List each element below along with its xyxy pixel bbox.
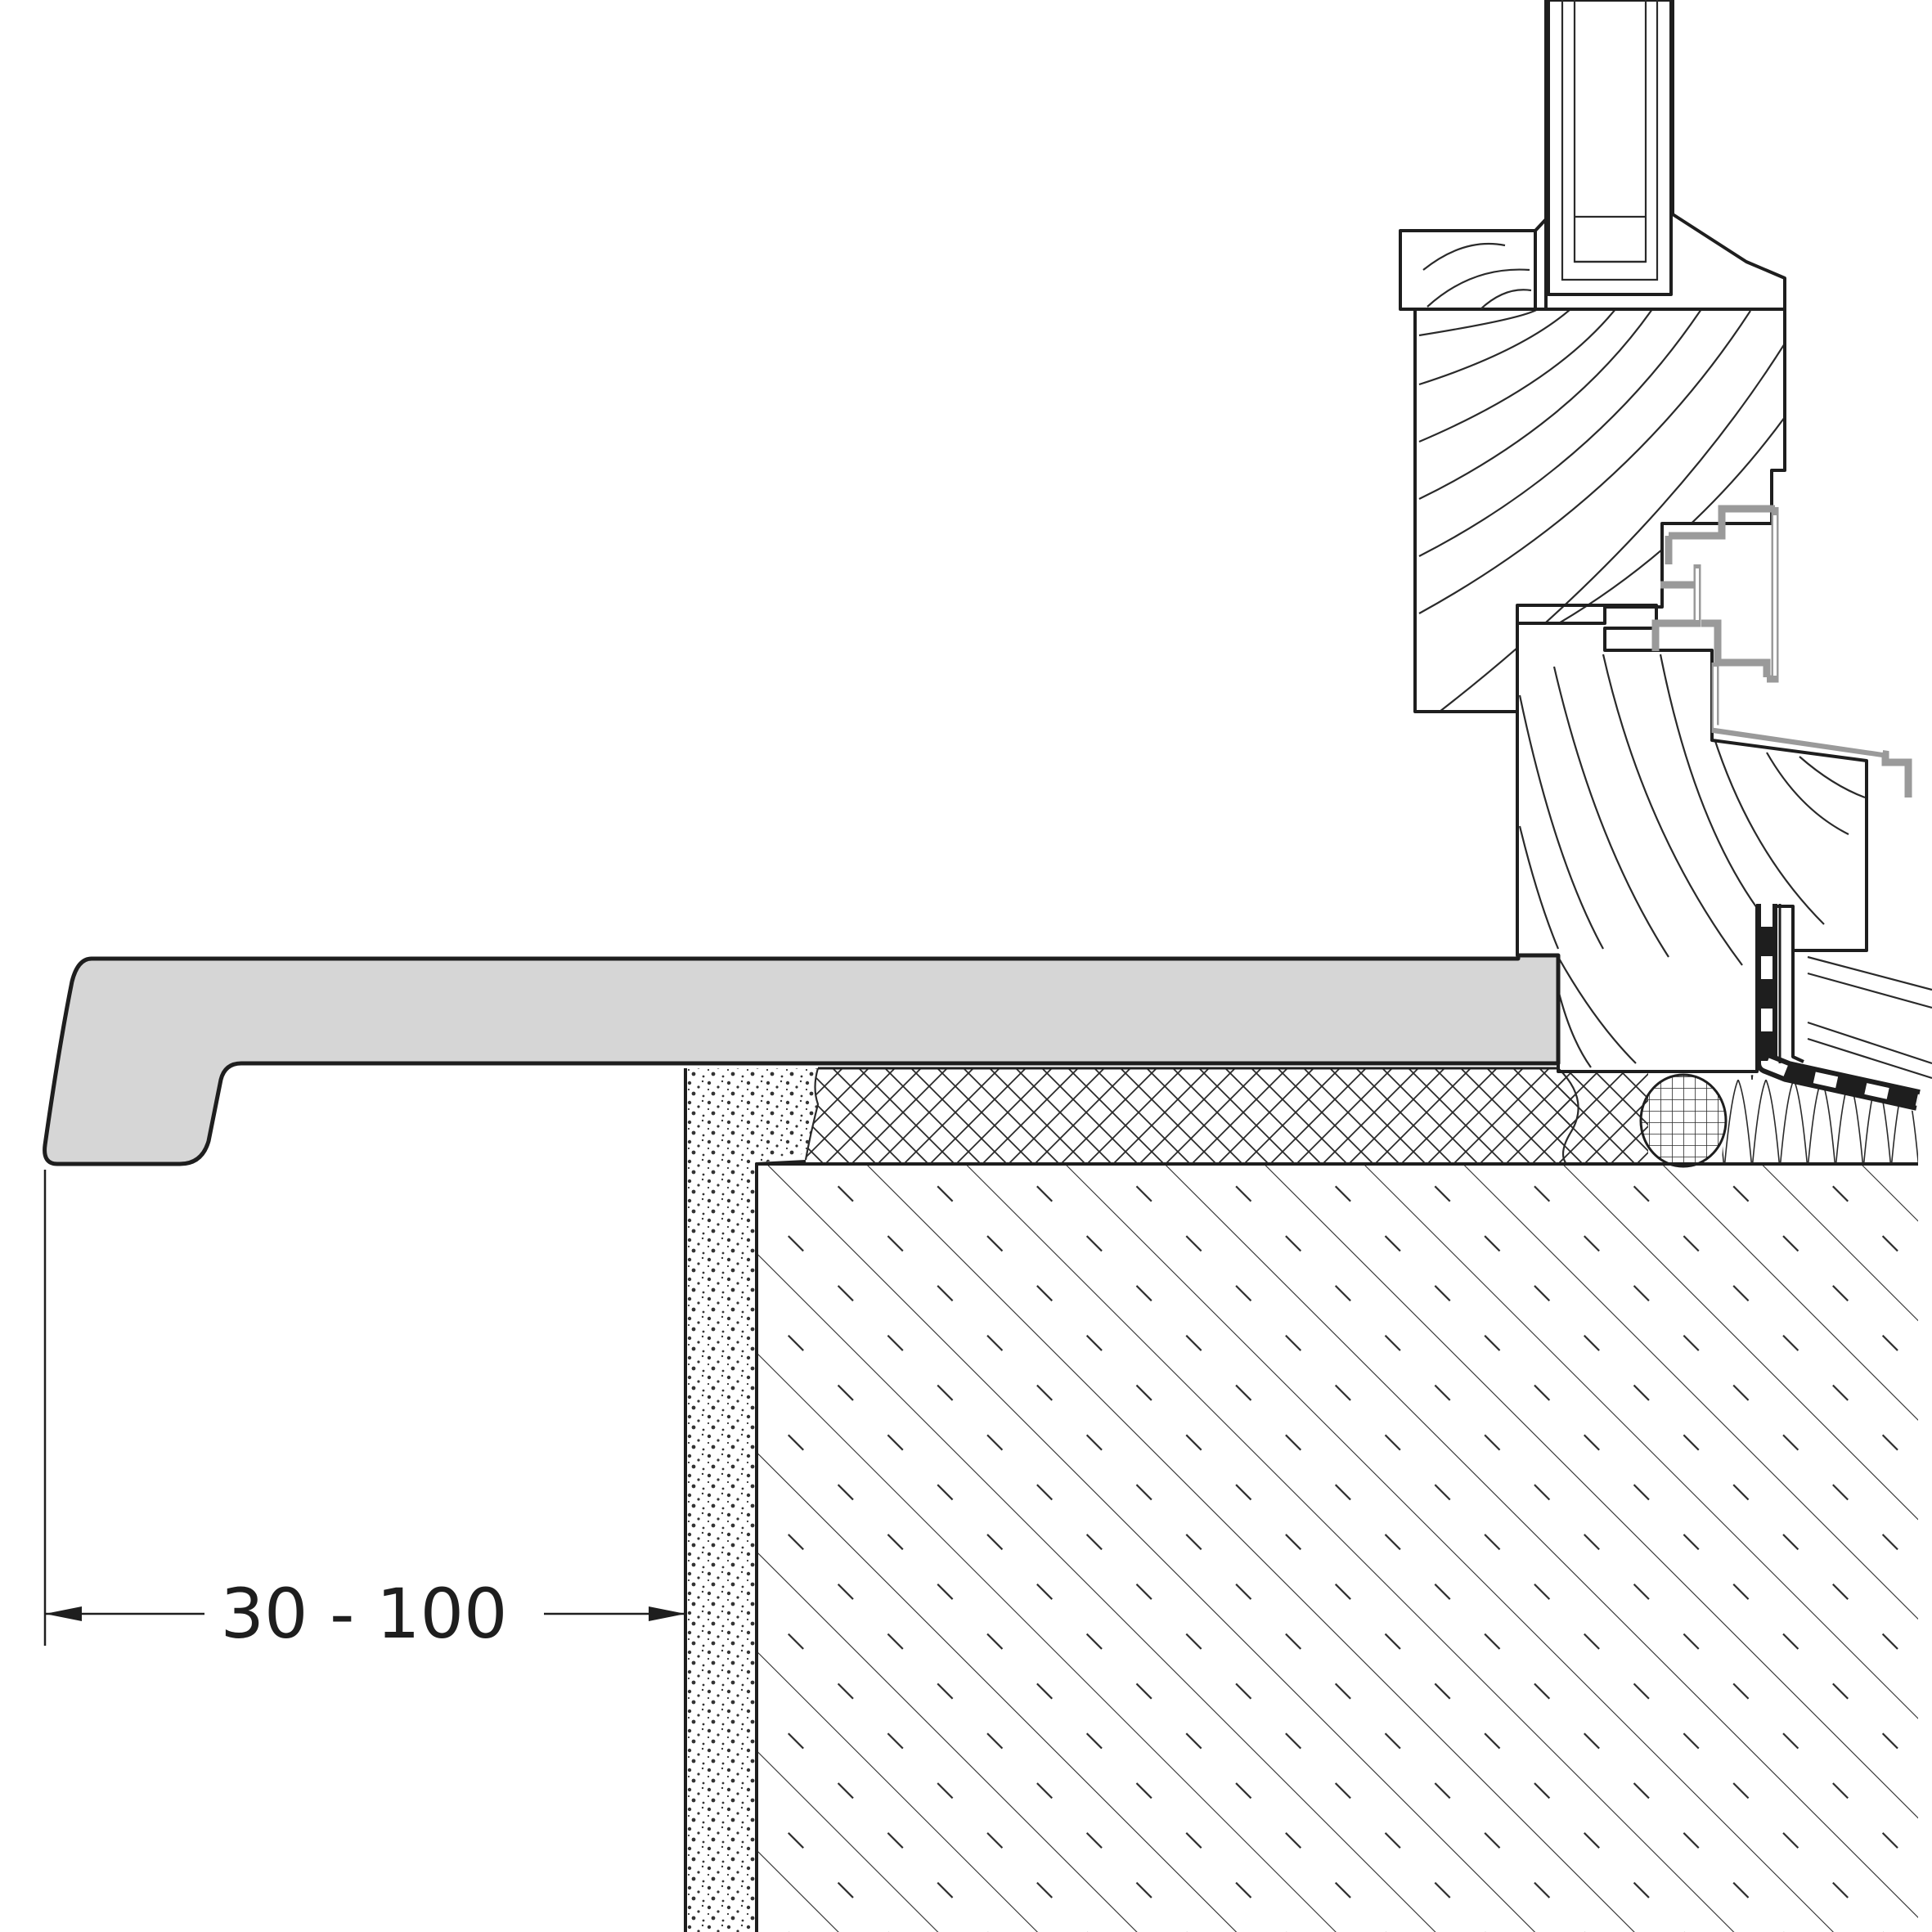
- arrow-right-icon: [649, 1606, 685, 1621]
- foam-joint: [1558, 1072, 1648, 1164]
- glazing-bead: [1399, 229, 1537, 311]
- plaster-layer: [684, 1067, 820, 1932]
- sill-flashing: [1791, 950, 1932, 1080]
- sealing-tape: [1756, 904, 1921, 1111]
- dimension-label: 30 - 100: [221, 1574, 508, 1654]
- mineral-wool: [1722, 1072, 1918, 1164]
- arrow-left-icon: [45, 1606, 82, 1621]
- window-sill-board: [43, 953, 1561, 1166]
- backer-rod: [1639, 1073, 1728, 1168]
- dimension-30-100: 30 - 100: [43, 1170, 687, 1660]
- mortar-bed: [806, 1067, 1579, 1165]
- masonry-wall: [755, 1162, 1918, 1932]
- window-frame-lower: [1516, 604, 1868, 1073]
- glass-pane: [1547, 0, 1673, 296]
- window-frame-upper: [1413, 308, 1786, 713]
- aluminium-profiles: [1651, 505, 1912, 798]
